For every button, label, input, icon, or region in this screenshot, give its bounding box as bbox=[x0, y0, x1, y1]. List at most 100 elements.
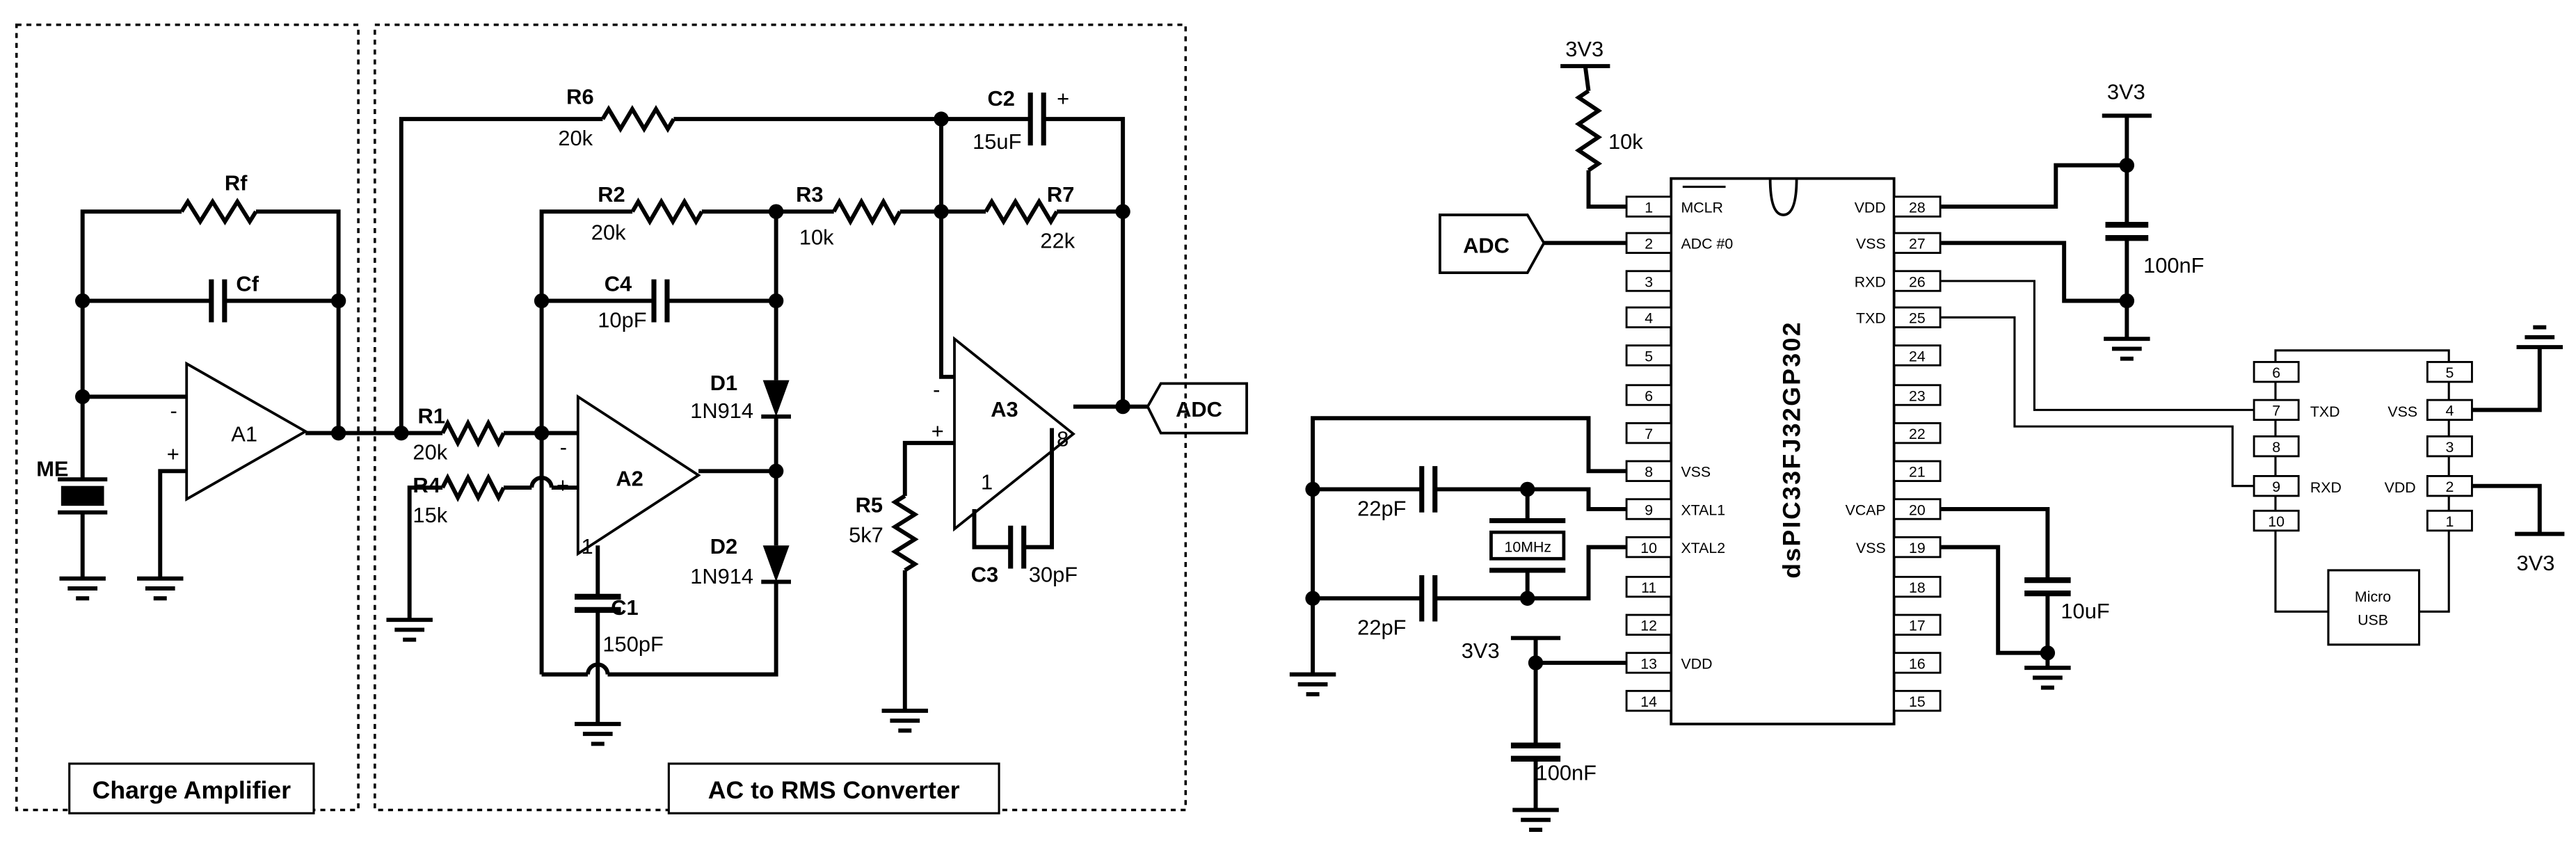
wire bbox=[1940, 241, 2127, 303]
mcu-pin-box bbox=[1893, 344, 1942, 367]
mcu-pin-number: 4 bbox=[1645, 310, 1653, 327]
junction-node bbox=[768, 463, 784, 479]
ground-icon bbox=[2516, 325, 2563, 350]
usb-pin-box bbox=[2426, 509, 2473, 532]
mcu-pin-number: 6 bbox=[1645, 387, 1653, 404]
decoup-13-value: 100nF bbox=[1536, 761, 1597, 785]
wire bbox=[1043, 117, 1126, 407]
c4-label: C4 bbox=[605, 271, 632, 296]
cf-label: Cf bbox=[236, 271, 259, 296]
ac-rms-frame bbox=[374, 23, 1187, 812]
junction-node bbox=[768, 204, 784, 219]
wire bbox=[1940, 316, 2255, 488]
d2-value: 1N914 bbox=[690, 564, 753, 588]
mcu-pin-box bbox=[1893, 460, 1942, 482]
a2-label: A2 bbox=[616, 467, 643, 491]
mcu-pin-number: 19 bbox=[1909, 540, 1926, 556]
c2-label: C2 bbox=[987, 86, 1014, 111]
mcu-pin-box bbox=[1893, 536, 1942, 559]
mcu-pin-box bbox=[1893, 270, 1942, 292]
me-label: ME bbox=[36, 456, 68, 481]
usb-vdd-supply-label: 3V3 bbox=[2517, 551, 2555, 575]
junction-node bbox=[330, 425, 346, 441]
junction-node bbox=[330, 293, 346, 309]
mcu-pin-number: 10 bbox=[1640, 540, 1657, 556]
mcu-pin-number: 13 bbox=[1640, 655, 1657, 672]
resistor bbox=[890, 494, 919, 572]
r4-value: 15k bbox=[413, 503, 447, 527]
capacitor bbox=[1419, 575, 1438, 622]
junction-node bbox=[768, 293, 784, 309]
adc-input-label: ADC bbox=[1463, 234, 1510, 258]
usb-pin-number: 7 bbox=[2272, 403, 2280, 419]
mcu-pin-number: 27 bbox=[1909, 236, 1926, 252]
r1-label: R1 bbox=[418, 403, 445, 428]
r2-label: R2 bbox=[598, 182, 625, 207]
r2-value: 20k bbox=[591, 220, 626, 245]
mcu-pin-box bbox=[1625, 498, 1672, 520]
junction-node bbox=[534, 293, 550, 309]
mcu-pin-label: VSS bbox=[1681, 464, 1711, 481]
mcu-pin-label: VDD bbox=[1855, 199, 1886, 216]
mcu-pin-box bbox=[1893, 306, 1942, 328]
wire bbox=[1940, 545, 2048, 655]
mcu-pin-box bbox=[1893, 652, 1942, 674]
wire bbox=[399, 117, 603, 433]
ground-icon bbox=[1512, 808, 1559, 832]
c3-value: 30pF bbox=[1029, 563, 1078, 587]
wire bbox=[158, 469, 187, 579]
rf-label: Rf bbox=[225, 170, 248, 195]
mcu-pin-number: 5 bbox=[1645, 348, 1653, 364]
mcu-pin-number: 22 bbox=[1909, 426, 1926, 442]
mcu-pin-box bbox=[1625, 195, 1672, 218]
wire bbox=[1586, 170, 1627, 209]
usb-pin-number: 10 bbox=[2268, 513, 2285, 530]
r4-label: R4 bbox=[413, 473, 440, 497]
r7-value: 22k bbox=[1040, 228, 1075, 252]
junction-node bbox=[1520, 591, 1535, 606]
junction-node bbox=[534, 425, 550, 441]
r6-label: R6 bbox=[566, 85, 593, 109]
wire bbox=[972, 508, 1011, 549]
junction-node bbox=[1528, 655, 1544, 671]
mcu-pin-box bbox=[1625, 652, 1672, 674]
wire bbox=[2419, 530, 2450, 613]
usb-pin-box bbox=[2426, 474, 2473, 497]
ground-icon bbox=[575, 721, 621, 746]
usb-pin-number: 4 bbox=[2445, 403, 2454, 419]
diode-icon bbox=[762, 545, 790, 582]
opamp-a3 bbox=[953, 336, 1075, 532]
crystal-10mhz bbox=[1489, 530, 1566, 561]
junction-node bbox=[1115, 204, 1130, 219]
capacitor bbox=[1027, 93, 1046, 146]
r7-label: R7 bbox=[1047, 182, 1074, 207]
usb-pin-box bbox=[2426, 361, 2473, 383]
mcu-pin-box bbox=[1625, 689, 1672, 712]
mcu-pin-number: 3 bbox=[1645, 273, 1653, 290]
adc-output-label: ADC bbox=[1176, 397, 1222, 421]
resistor bbox=[440, 418, 506, 448]
capacitor bbox=[2024, 577, 2071, 597]
wire bbox=[539, 209, 633, 675]
wire bbox=[607, 581, 778, 677]
capacitor bbox=[1510, 742, 1561, 762]
d1-label: D1 bbox=[710, 371, 737, 395]
wire bbox=[1023, 428, 1055, 549]
adc-input-tag bbox=[1438, 214, 1546, 275]
junction-node bbox=[1305, 591, 1320, 606]
junction-node bbox=[75, 389, 90, 405]
mcu-pin-label: VSS bbox=[1856, 540, 1886, 556]
c1-label: C1 bbox=[611, 595, 638, 620]
mcu-pin-number: 25 bbox=[1909, 310, 1926, 327]
ground-icon bbox=[2024, 666, 2071, 690]
mcu-pin-box bbox=[1625, 536, 1672, 559]
usb-pin-box bbox=[2253, 509, 2300, 532]
resistor bbox=[984, 198, 1059, 226]
mcu-pin-number: 23 bbox=[1909, 387, 1926, 404]
r3-value: 10k bbox=[799, 225, 834, 250]
mcu-pin-label: VDD bbox=[1681, 655, 1712, 672]
mcu-pin-box bbox=[1625, 575, 1672, 598]
capacitor bbox=[2105, 222, 2149, 241]
c4-value: 10pF bbox=[598, 308, 646, 332]
a3-label: A3 bbox=[991, 397, 1018, 421]
